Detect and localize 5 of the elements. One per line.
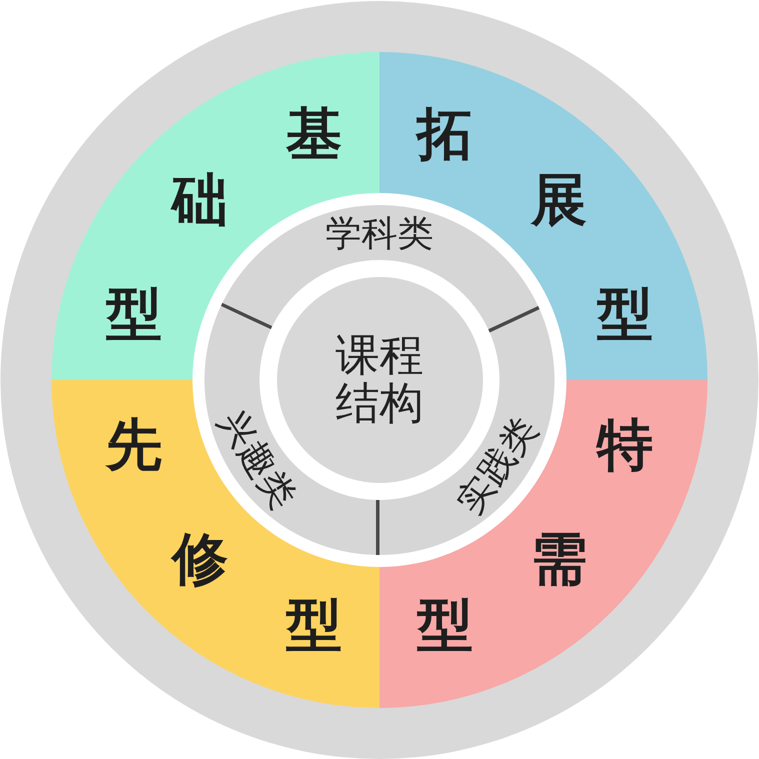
center-label: 课程结构	[334, 332, 424, 428]
segment-label: 实践类	[449, 410, 546, 522]
quadrant-segment	[380, 380, 708, 708]
quadrant-segment	[52, 380, 380, 708]
segment-label: 兴趣类	[210, 403, 304, 516]
